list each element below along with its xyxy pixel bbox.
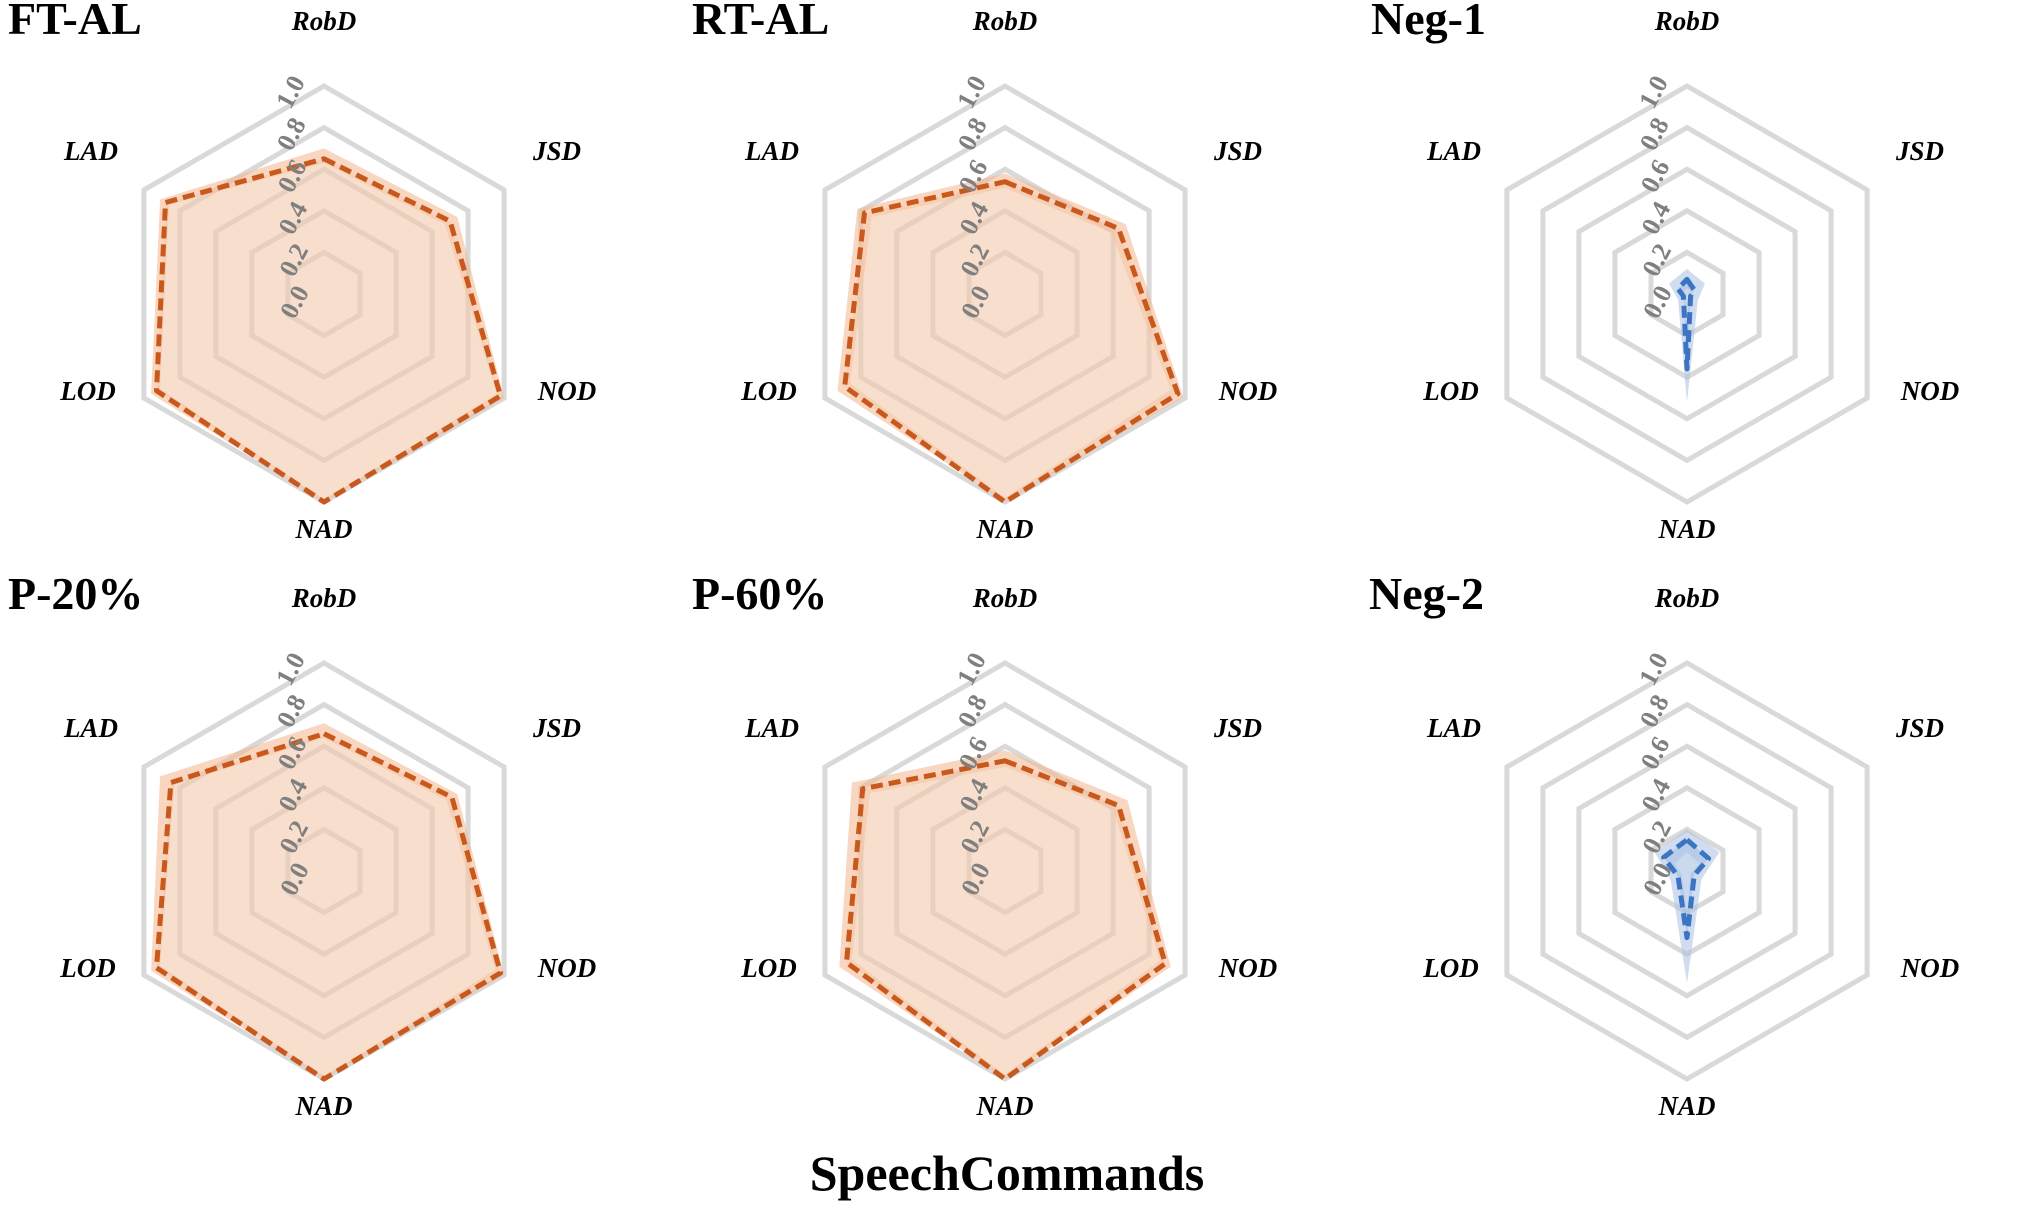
series-line [842, 179, 1181, 505]
axis-label: LOD [59, 376, 116, 406]
grid-ring [1504, 660, 1870, 1082]
panel-title: RT-AL [692, 0, 829, 44]
axis-label: LOD [59, 953, 116, 983]
axis-label: NAD [294, 1091, 352, 1121]
axis-label: NAD [294, 514, 352, 544]
axis-label: LAD [744, 136, 799, 166]
axis-label: LOD [740, 953, 797, 983]
series-line [1661, 837, 1712, 941]
tick-label: 1.0 [270, 71, 311, 113]
axis-label: JSD [1895, 713, 1944, 743]
axis-label: LOD [1422, 376, 1479, 406]
axis-label: JSD [1213, 713, 1262, 743]
grid-ring [1576, 743, 1798, 999]
panel-title: P-60% [692, 568, 827, 619]
axis-label: RobD [291, 6, 357, 36]
panel-title: Neg-1 [1371, 0, 1486, 44]
axis-label: RobD [1654, 6, 1720, 36]
axis-label: LAD [63, 713, 118, 743]
series-area [156, 158, 501, 503]
axis-label: JSD [532, 136, 581, 166]
axis-label: RobD [972, 6, 1038, 36]
axis-label: LAD [1426, 136, 1481, 166]
axis-label: NOD [1900, 953, 1960, 983]
axis-label: NAD [975, 514, 1033, 544]
radar-panel: RT-AL0.00.20.40.60.81.0RobDJSDNODNADLODL… [692, 0, 1277, 544]
tick-label: 0.8 [952, 690, 993, 732]
series-area [844, 181, 1178, 502]
axis-label: NAD [975, 1091, 1033, 1121]
axis-label: LAD [1426, 713, 1481, 743]
series-line [154, 156, 503, 505]
axis-label: RobD [972, 583, 1038, 613]
tick-label: 1.0 [1633, 648, 1674, 690]
series-line [1675, 276, 1697, 372]
axis-label: LAD [63, 136, 118, 166]
series-area [846, 760, 1166, 1079]
radar-panels: FT-AL0.00.20.40.60.81.0RobDJSDNODNADLODL… [8, 0, 1959, 1121]
series-line [154, 731, 503, 1082]
radar-panel: FT-AL0.00.20.40.60.81.0RobDJSDNODNADLODL… [8, 0, 596, 544]
axis-label: RobD [291, 583, 357, 613]
tick-label: 0.4 [1635, 774, 1676, 816]
axis-label: LOD [1422, 953, 1479, 983]
panel-title: Neg-2 [1369, 568, 1484, 619]
series-band [837, 173, 1184, 502]
axis-label: RobD [1654, 583, 1720, 613]
axis-label: NOD [1218, 953, 1278, 983]
tick-label: 0.8 [952, 113, 993, 155]
axis-label: JSD [1895, 136, 1944, 166]
grid-ring [1576, 166, 1798, 422]
radar-panel: Neg-20.00.20.40.60.81.0RobDJSDNODNADLODL… [1369, 568, 1959, 1121]
axis-label: NOD [537, 376, 597, 406]
series-area [156, 733, 501, 1079]
figure-caption: SpeechCommands [810, 1145, 1204, 1201]
grid-ring [1540, 701, 1834, 1041]
panel-title: P-20% [8, 568, 143, 619]
grid-ring [1540, 124, 1834, 464]
axis-label: LOD [740, 376, 797, 406]
panel-title: FT-AL [8, 0, 142, 44]
series-line [844, 758, 1168, 1082]
axis-label: NOD [537, 953, 597, 983]
tick-label: 1.0 [1633, 71, 1674, 113]
tick-label: 0.8 [271, 690, 312, 732]
series-area [1663, 839, 1709, 938]
grid-ring [1504, 83, 1870, 505]
radar-panel: Neg-10.00.20.40.60.81.0RobDJSDNODNADLODL… [1371, 0, 1959, 544]
axis-label: JSD [532, 713, 581, 743]
radar-panel: P-60%0.00.20.40.60.81.0RobDJSDNODNADLODL… [692, 568, 1277, 1121]
axis-label: JSD [1213, 136, 1262, 166]
tick-label: 0.8 [1634, 113, 1675, 155]
axis-label: NAD [1657, 514, 1715, 544]
tick-label: 0.6 [1635, 155, 1676, 197]
tick-label: 0.8 [271, 113, 312, 155]
tick-label: 1.0 [951, 71, 992, 113]
tick-label: 0.2 [1636, 239, 1677, 281]
axis-label: NAD [1657, 1091, 1715, 1121]
tick-label: 0.4 [1635, 197, 1676, 239]
tick-label: 1.0 [951, 648, 992, 690]
axis-label: NOD [1218, 376, 1278, 406]
series-band [839, 750, 1171, 1079]
tick-label: 0.8 [1634, 690, 1675, 732]
tick-label: 1.0 [270, 648, 311, 690]
axis-label: NOD [1900, 376, 1960, 406]
radar-panel: P-20%0.00.20.40.60.81.0RobDJSDNODNADLODL… [8, 568, 596, 1121]
tick-label: 0.6 [1635, 732, 1676, 774]
axis-label: LAD [744, 713, 799, 743]
